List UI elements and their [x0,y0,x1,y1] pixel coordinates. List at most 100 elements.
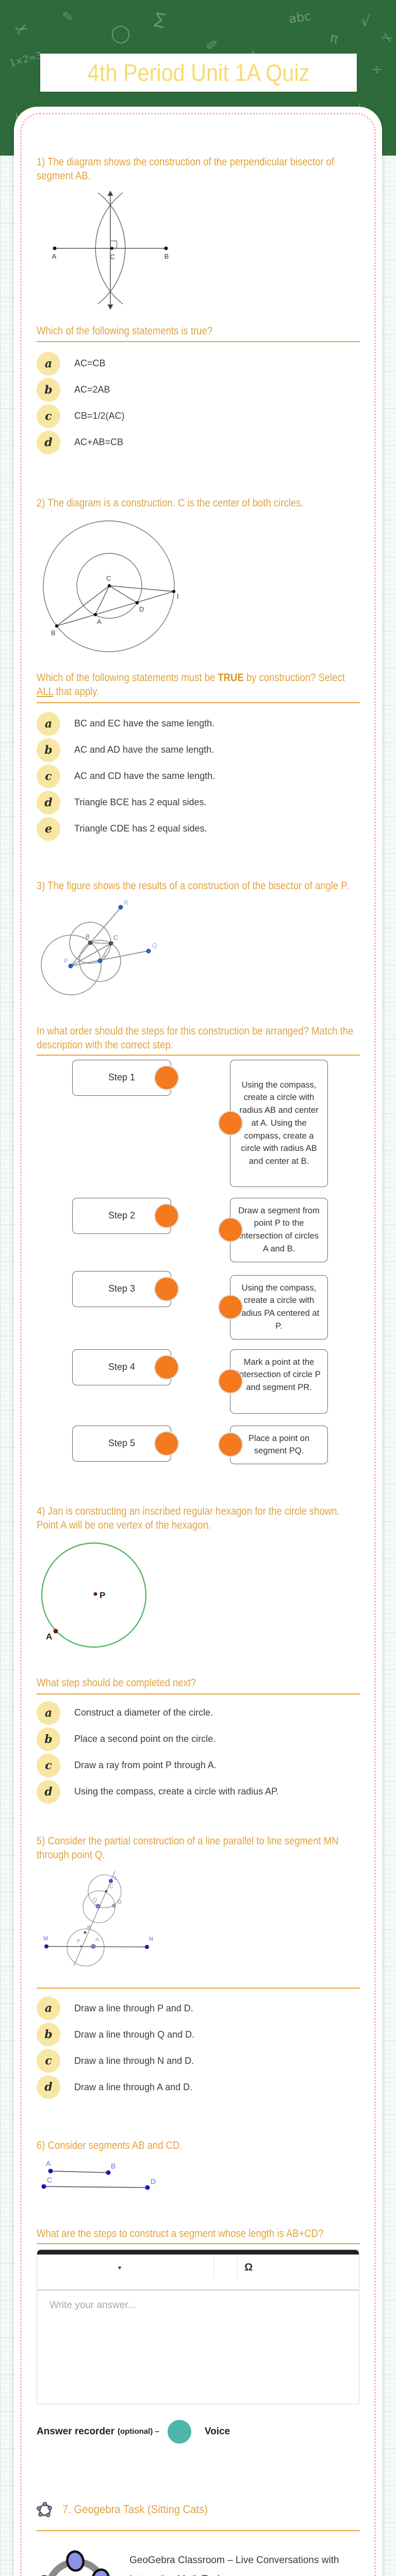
match-handle[interactable] [219,1112,242,1135]
q5-label-m: M [43,1936,48,1942]
quiz-card: 1) The diagram shows the construction of… [14,107,382,2576]
match-step-3: Step 3 [72,1270,178,1307]
question-1-prompt: Which of the following statements is tru… [37,325,213,337]
q2-label-c: C [106,574,111,582]
toolbar-divider [237,2256,238,2278]
q3-matching: Step 1 Using the compass, create a circl… [37,1059,360,1469]
q1-label-b: B [164,252,169,260]
step-label: Step 2 [108,1210,136,1221]
prompt-underline [37,2530,360,2531]
q1-label-c: C [110,253,114,261]
q2-option-c[interactable]: c AC and CD have the same length. [37,764,360,788]
answer-input[interactable]: Write your answer... [50,2299,136,2311]
match-desc-5: Place a point on segment PQ. [219,1425,328,1465]
question-3-text: 3) The figure shows the results of a con… [37,879,349,892]
match-handle[interactable] [219,1370,242,1393]
q6-label-b: B [111,2162,116,2170]
option-text: Draw a line through P and D. [74,2003,193,2013]
option-letter-badge: e [37,817,60,841]
q2-label-e: E [177,592,178,600]
style-dropdown-icon[interactable]: ▾ [118,2263,122,2272]
q3-label-r: R [124,899,128,906]
prompt-underline [37,702,360,703]
question-4-prompt: What step should be completed next? [37,1677,196,1689]
q5-option-d[interactable]: d Draw a line through A and D. [37,2075,360,2099]
option-letter-badge: b [37,738,60,762]
answer-editor: ▾ Ω Write your answer... [37,2249,359,2404]
q3-label-p: P [64,957,68,964]
q5-diagram: M N L C Q D B P A [37,1866,360,1974]
q5-label-p: P [77,1939,80,1944]
q4-option-a[interactable]: a Construct a diameter of the circle. [37,1701,360,1725]
prompt-underline [37,1693,360,1694]
q4-option-c[interactable]: c Draw a ray from point P through A. [37,1753,360,1777]
match-step-1: Step 1 [72,1059,178,1096]
option-letter-badge: d [37,1780,60,1804]
title-banner: 4th Period Unit 1A Quiz [40,54,357,92]
q2-option-a[interactable]: a BC and EC have the same length. [37,711,360,736]
q5-label-b: B [87,1925,91,1931]
q7-header: 7. Geogebra Task (Sitting Cats) [37,2501,360,2518]
question-2-prompt: Which of the following statements must b… [37,672,345,698]
voice-record-button[interactable] [167,2419,191,2444]
q5-option-a[interactable]: a Draw a line through P and D. [37,1996,360,2021]
perpendicular-bisector-figure: A C B [52,190,169,310]
q3-label-q: Q [152,942,157,949]
q1-option-c[interactable]: c CB=1/2(AC) [37,404,360,428]
q4-option-b[interactable]: b Place a second point on the circle. [37,1727,360,1751]
q1-option-a[interactable]: a AC=CB [37,351,360,376]
match-handle[interactable] [155,1204,178,1227]
q3-label-a: A [102,952,106,959]
option-text: AC=CB [74,358,106,369]
geogebra-mini-icon [37,2502,52,2517]
match-handle[interactable] [155,1432,178,1455]
q1-options: a AC=CB b AC=2AB c CB=1/2(AC) d AC+AB=CB [37,351,360,454]
q6-label-a: A [46,2159,51,2167]
q5-options: a Draw a line through P and D. b Draw a … [37,1996,360,2099]
desc-text: Using the compass, create a circle with … [239,1080,319,1166]
q5-label-d: D [118,1899,122,1905]
option-letter-badge: c [37,404,60,428]
step-label: Step 5 [108,1438,136,1449]
match-handle[interactable] [219,1218,242,1242]
option-letter-badge: b [37,2023,60,2047]
geogebra-logo [37,2550,110,2576]
desc-text: Draw a segment from point P to the inter… [238,1206,320,1253]
q2-option-d[interactable]: d Triangle BCE has 2 equal sides. [37,790,360,815]
q5-option-c[interactable]: c Draw a line through N and D. [37,2049,360,2073]
match-handle[interactable] [155,1277,178,1300]
match-step-4: Step 4 [72,1349,178,1385]
segments-ab-cd-figure: A B C D [41,2159,156,2190]
q5-label-a: A [95,1937,100,1943]
q7-heading: 7. Geogebra Task (Sitting Cats) [62,2502,208,2516]
match-handle[interactable] [219,1296,242,1319]
q3-diagram: P A Q R B C [37,898,360,1011]
option-letter-badge: d [37,430,60,454]
question-3-prompt: In what order should the steps for this … [37,1025,354,1052]
question-5-text: 5) Consider the partial construction of … [37,1835,339,1861]
q5-option-b[interactable]: b Draw a line through Q and D. [37,2023,360,2047]
option-text: AC+AB=CB [74,437,124,448]
voice-label: Voice [204,2426,230,2437]
match-handle[interactable] [155,1066,178,1089]
match-handle[interactable] [155,1355,178,1379]
match-step-2: Step 2 [72,1197,178,1234]
q4-options: a Construct a diameter of the circle. b … [37,1701,360,1804]
q3-label-c: C [113,934,118,941]
q2-option-b[interactable]: b AC and AD have the same length. [37,738,360,762]
option-letter-badge: c [37,2049,60,2073]
special-character-button[interactable]: Ω [244,2262,253,2274]
q1-option-d[interactable]: d AC+AB=CB [37,430,360,454]
q5-label-q: Q [93,1897,97,1903]
match-desc-3: Using the compass, create a circle with … [219,1275,328,1340]
option-text: CB=1/2(AC) [74,411,125,421]
option-letter-badge: d [37,790,60,815]
geogebra-embed[interactable]: GeoGebra Classroom – Live Conversations … [37,2550,360,2576]
option-letter-badge: a [37,351,60,376]
toolbar-divider [213,2256,214,2278]
q1-option-b[interactable]: b AC=2AB [37,378,360,402]
q2-option-e[interactable]: e Triangle CDE has 2 equal sides. [37,817,360,841]
q4-option-d[interactable]: d Using the compass, create a circle wit… [37,1780,360,1804]
question-6-text: 6) Consider segments AB and CD. [37,2140,183,2152]
match-handle[interactable] [219,1433,242,1456]
